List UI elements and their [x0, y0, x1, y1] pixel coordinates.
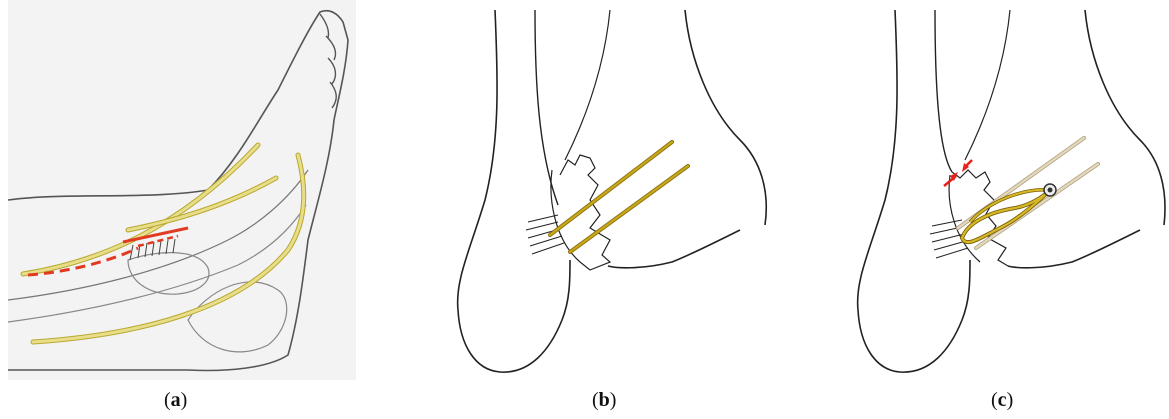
ligament-fibers-b — [526, 215, 564, 254]
tibia-outline — [685, 10, 766, 225]
caption-c-open: ( — [991, 389, 998, 411]
caption-b-close: ) — [610, 389, 617, 411]
talus-dome-c — [1008, 230, 1140, 268]
caption-b: (b) — [592, 389, 616, 412]
talus-dome — [608, 230, 740, 268]
fibula-outline-c — [858, 10, 970, 372]
caption-c-close: ) — [1007, 389, 1014, 411]
fracture-line — [560, 155, 610, 270]
panel-c — [840, 0, 1169, 385]
k-wire-2 — [570, 166, 688, 252]
fibula-inner-edge-c — [935, 10, 952, 172]
caption-b-letter: b — [599, 389, 610, 411]
panel-c-illustration — [840, 0, 1169, 385]
caption-a: (a) — [164, 389, 187, 412]
tibia-outline-c — [1085, 10, 1165, 225]
tibia-anterior-edge — [565, 10, 610, 160]
panel-b-illustration — [440, 0, 770, 385]
panel-a-illustration — [8, 0, 356, 380]
caption-a-letter: a — [171, 389, 181, 411]
tibia-anterior-edge-c — [965, 10, 1010, 160]
panel-a — [8, 0, 356, 380]
caption-c-letter: c — [998, 389, 1007, 411]
k-wire-2-c — [976, 164, 1098, 248]
caption-c: (c) — [991, 389, 1013, 412]
caption-a-close: ) — [181, 389, 188, 411]
screw-center — [1048, 188, 1053, 193]
panel-b — [440, 0, 770, 385]
caption-b-open: ( — [592, 389, 599, 411]
fibula-inner-edge — [535, 10, 558, 205]
caption-a-open: ( — [164, 389, 171, 411]
